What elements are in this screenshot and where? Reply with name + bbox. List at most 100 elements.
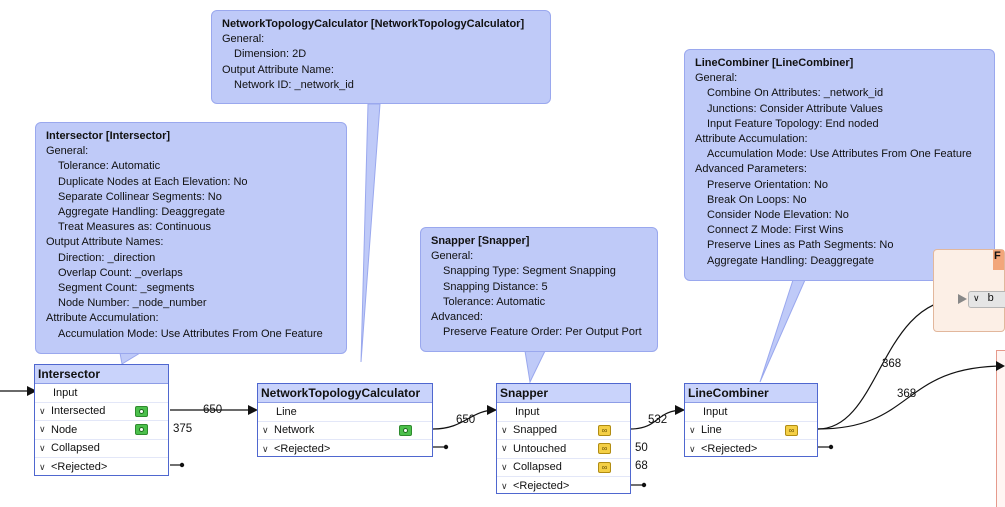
annotation-line: Input Feature Topology: End noded — [707, 117, 879, 130]
feature-cache-icon[interactable]: ∞ — [598, 461, 611, 473]
feature-count-lc-out-a[interactable]: 368 — [882, 358, 902, 370]
chevron-down-icon[interactable]: ∨ — [501, 480, 508, 491]
chevron-down-icon[interactable]: ∨ — [973, 293, 980, 303]
annotation-line: Snapping Type: Segment Snapping — [443, 265, 616, 278]
transformer-title: Intersector — [35, 365, 168, 384]
transformer-title: LineCombiner — [685, 384, 817, 403]
annotation-intersector[interactable]: Intersector [Intersector] General:Tolera… — [35, 122, 347, 354]
annotation-line: Accumulation Mode: Use Attributes From O… — [58, 327, 323, 340]
annotation-line: General: — [695, 72, 738, 85]
input-port[interactable]: Input — [685, 403, 817, 422]
transformer-intersector[interactable]: Intersector Input ∨ Intersected ∨ Node ∨… — [34, 364, 169, 476]
input-port[interactable]: Input — [497, 403, 630, 422]
chevron-down-icon[interactable]: ∨ — [39, 442, 46, 453]
feature-count-snapped[interactable]: 532 — [648, 414, 668, 426]
annotation-title: Intersector [Intersector] — [46, 130, 171, 142]
output-port-node[interactable]: ∨ Node — [35, 421, 168, 440]
note-pointer-snapper — [524, 350, 546, 384]
note-pointer-intersector — [119, 352, 142, 365]
annotation-line: Accumulation Mode: Use Attributes From O… — [707, 148, 972, 161]
feature-count-untouched[interactable]: 50 — [635, 442, 648, 454]
output-port-rejected[interactable]: ∨ <Rejected> — [39, 461, 108, 474]
chevron-down-icon[interactable]: ∨ — [689, 443, 696, 454]
inspect-icon[interactable] — [135, 405, 148, 417]
chevron-down-icon[interactable]: ∨ — [501, 424, 508, 435]
feature-cache-icon[interactable]: ∞ — [598, 424, 611, 436]
feature-count-network[interactable]: 650 — [456, 414, 476, 426]
annotation-line: Separate Collinear Segments: No — [58, 190, 222, 203]
offscreen-transformer-2[interactable] — [996, 350, 1005, 507]
offscreen-transformer-header: F — [993, 250, 1004, 270]
annotation-title: NetworkTopologyCalculator [NetworkTopolo… — [222, 18, 525, 30]
output-port-line[interactable]: ∨ Line ∞ — [685, 422, 817, 440]
feature-count-lc-out-b[interactable]: 368 — [897, 388, 917, 400]
chevron-down-icon[interactable]: ∨ — [689, 424, 696, 435]
output-port-rejected[interactable]: ∨ <Rejected> — [689, 443, 758, 456]
output-port-network[interactable]: ∨ Network — [258, 422, 432, 440]
annotation-line: Node Number: _node_number — [58, 297, 207, 310]
annotation-title: LineCombiner [LineCombiner] — [695, 57, 854, 69]
annotation-line: General: — [222, 33, 265, 46]
output-port-rejected[interactable]: ∨ <Rejected> — [501, 480, 570, 493]
input-arrow-icon — [958, 294, 967, 304]
chevron-down-icon[interactable]: ∨ — [501, 443, 508, 454]
annotation-line: General: — [431, 250, 474, 263]
output-port-untouched[interactable]: ∨ Untouched ∞ — [497, 440, 630, 459]
feature-count-intersected[interactable]: 650 — [203, 404, 223, 416]
annotation-line: Treat Measures as: Continuous — [58, 221, 212, 234]
annotation-snapper[interactable]: Snapper [Snapper] General: Snapping Type:… — [420, 227, 658, 352]
annotation-line: Aggregate Handling: Deaggregate — [707, 254, 874, 267]
offscreen-input-port[interactable]: ∨ b — [968, 291, 1005, 308]
annotation-line: Preserve Lines as Path Segments: No — [707, 239, 894, 252]
feature-count-node[interactable]: 375 — [173, 423, 193, 435]
annotation-line: Duplicate Nodes at Each Elevation: No — [58, 175, 248, 188]
inspect-icon[interactable] — [135, 424, 148, 435]
output-port-intersected[interactable]: ∨ Intersected — [35, 403, 168, 421]
annotation-line: Direction: _direction — [58, 251, 156, 264]
annotation-ntc[interactable]: NetworkTopologyCalculator [NetworkTopolo… — [211, 10, 551, 104]
annotation-line: Overlap Count: _overlaps — [58, 266, 183, 279]
transformer-linecombiner[interactable]: LineCombiner Input ∨ Line ∞ ∨ <Rejected> — [684, 383, 818, 457]
annotation-line: Tolerance: Automatic — [443, 295, 546, 308]
transformer-title: Snapper — [497, 384, 630, 403]
annotation-line: Connect Z Mode: First Wins — [707, 224, 844, 237]
annotation-line: Consider Node Elevation: No — [707, 209, 849, 222]
output-port-rejected[interactable]: ∨ <Rejected> — [262, 443, 331, 456]
annotation-line: Aggregate Handling: Deaggregate — [58, 206, 225, 219]
transformer-snapper[interactable]: Snapper Input ∨ Snapped ∞ ∨ Untouched ∞ … — [496, 383, 631, 494]
note-pointer-ntc — [360, 103, 381, 363]
input-port[interactable]: Line — [258, 403, 432, 422]
transformer-ntc[interactable]: NetworkTopologyCalculator Line ∨ Network… — [257, 383, 433, 457]
chevron-down-icon[interactable]: ∨ — [501, 461, 508, 472]
annotation-line: Snapping Distance: 5 — [443, 280, 548, 293]
annotation-line: Network ID: _network_id — [234, 78, 354, 91]
input-arrow-icon — [996, 361, 1005, 371]
feature-cache-icon[interactable]: ∞ — [785, 424, 798, 436]
annotation-line: Preserve Orientation: No — [707, 178, 829, 191]
annotation-line: Advanced Parameters: — [695, 163, 807, 176]
chevron-down-icon[interactable]: ∨ — [39, 405, 46, 416]
annotation-line: Advanced: — [431, 311, 483, 324]
annotation-linecombiner[interactable]: LineCombiner [LineCombiner] General: Comb… — [684, 49, 995, 281]
annotation-line: Tolerance: Automatic — [58, 160, 161, 173]
output-port-snapped[interactable]: ∨ Snapped ∞ — [497, 422, 630, 440]
output-port-collapsed[interactable]: ∨ Collapsed — [35, 440, 168, 458]
chevron-down-icon[interactable]: ∨ — [262, 443, 269, 454]
output-port-collapsed[interactable]: ∨ Collapsed ∞ — [497, 459, 630, 477]
inspect-icon[interactable] — [399, 424, 412, 436]
chevron-down-icon[interactable]: ∨ — [262, 424, 269, 435]
feature-cache-icon[interactable]: ∞ — [598, 443, 611, 454]
annotation-line: Output Attribute Name: — [222, 63, 334, 76]
annotation-title: Snapper [Snapper] — [431, 235, 530, 247]
annotation-line: Preserve Feature Order: Per Output Port — [443, 326, 642, 339]
annotation-line: Attribute Accumulation: — [695, 133, 808, 146]
chevron-down-icon[interactable]: ∨ — [39, 461, 46, 472]
feature-count-collapsed[interactable]: 68 — [635, 460, 648, 472]
annotation-line: Break On Loops: No — [707, 193, 807, 206]
wire-lc-line-out-b[interactable] — [817, 365, 1005, 430]
chevron-down-icon[interactable]: ∨ — [39, 424, 46, 435]
annotation-line: Combine On Attributes: _network_id — [707, 87, 884, 100]
offscreen-transformer-bookmark[interactable]: F ∨ b — [933, 249, 1005, 332]
input-port[interactable]: Input — [35, 384, 168, 403]
annotation-line: Dimension: 2D — [234, 48, 307, 61]
